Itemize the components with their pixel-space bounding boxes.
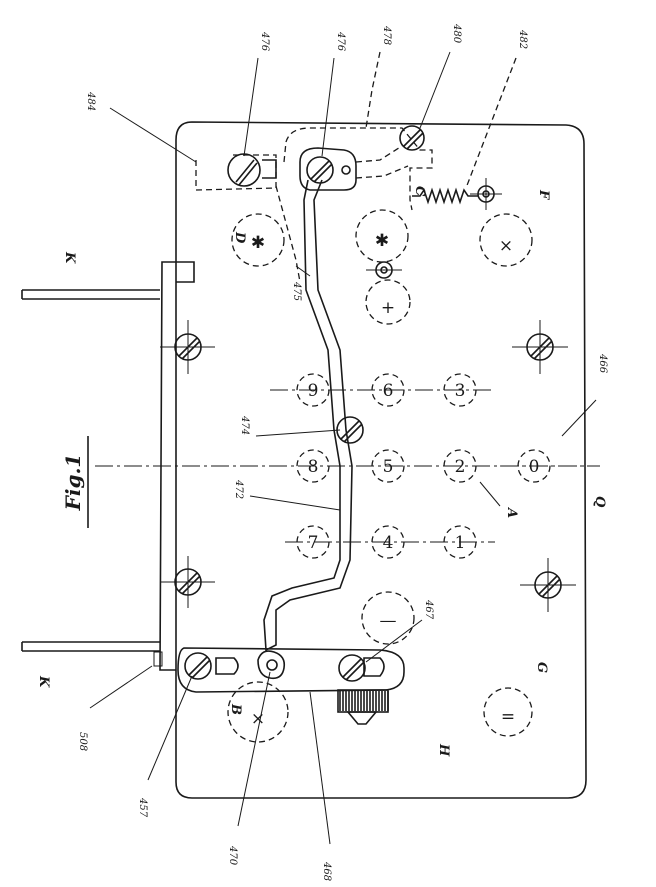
key-9-label: 9	[308, 381, 319, 401]
key-multiply-c-label: ✱	[375, 231, 389, 251]
link-475	[275, 185, 301, 283]
key-4-label: 4	[383, 533, 394, 553]
key-cross-b-label: ×	[251, 709, 265, 729]
pivot-480	[399, 125, 425, 151]
rod-k-top	[21, 289, 160, 300]
label-h: H	[436, 743, 451, 757]
ref-475: 475	[291, 281, 302, 301]
key-minus-label: —	[380, 611, 397, 631]
ref-478: 478	[381, 25, 392, 45]
key-7[interactable]: 7	[296, 525, 330, 559]
key-6[interactable]: 6	[371, 373, 405, 407]
flange-slot	[176, 261, 195, 283]
label-k-bottom: K	[36, 675, 51, 688]
screw-top-right	[512, 320, 568, 374]
lever-472	[263, 179, 353, 652]
key-0[interactable]: 0	[517, 449, 551, 483]
label-b: B	[228, 703, 243, 715]
key-multiply-d[interactable]: ✱	[231, 213, 285, 267]
ref-476b: 476	[335, 31, 346, 52]
ref-467: 467	[423, 599, 434, 620]
key-9[interactable]: 9	[296, 373, 330, 407]
label-f: F	[536, 189, 551, 200]
figure-title: Fig.1	[61, 454, 85, 512]
ref-468: 468	[321, 861, 332, 881]
key-5-label: 5	[383, 457, 394, 477]
label-k-top: K	[62, 251, 77, 264]
ref-466: 466	[597, 353, 608, 374]
screw-bottom-right	[520, 558, 576, 612]
key-plus[interactable]: +	[365, 279, 411, 325]
knurled-knob-h[interactable]	[337, 689, 389, 725]
ref-508: 508	[77, 732, 88, 751]
label-d: D	[232, 231, 247, 244]
key-multiply-c[interactable]: ✱	[355, 209, 409, 263]
ref-484: 484	[85, 91, 96, 111]
key-cross-f[interactable]: ×	[479, 213, 533, 267]
base-plate	[175, 121, 587, 799]
label-q: Q	[592, 496, 607, 508]
label-c: C	[412, 186, 427, 197]
lever-468	[177, 647, 405, 693]
ref-470: 470	[227, 845, 238, 866]
key-equals-label: =	[501, 707, 515, 727]
rod-k-bottom	[21, 641, 160, 652]
key-1[interactable]: 1	[443, 525, 477, 559]
key-multiply-d-label: ✱	[251, 233, 265, 253]
label-g: G	[534, 662, 549, 673]
key-2[interactable]: 2	[443, 449, 477, 483]
label-a: A	[504, 506, 519, 518]
key-5[interactable]: 5	[371, 449, 405, 483]
key-equals[interactable]: =	[483, 687, 533, 737]
key-3[interactable]: 3	[443, 373, 477, 407]
screw-top-left	[160, 320, 215, 374]
key-cross-f-label: ×	[499, 236, 513, 256]
key-2-label: 2	[455, 457, 466, 477]
ref-482: 482	[517, 29, 528, 49]
ref-480: 480	[451, 23, 462, 44]
key-minus[interactable]: —	[361, 591, 415, 645]
flange-notch	[153, 651, 163, 667]
key-7-label: 7	[308, 533, 319, 553]
key-8-label: 8	[308, 457, 319, 477]
ref-474: 474	[239, 415, 250, 435]
ref-476a: 476	[259, 31, 270, 52]
screw-bottom-left	[160, 556, 215, 608]
spring-482	[412, 178, 502, 210]
key-0-label: 0	[529, 457, 540, 477]
key-4[interactable]: 4	[371, 525, 405, 559]
pivot-small-c	[366, 261, 402, 279]
key-plus-label: +	[381, 298, 395, 318]
pivot-476b	[299, 147, 357, 191]
key-8[interactable]: 8	[296, 449, 330, 483]
pivot-474	[336, 416, 364, 444]
leader-lines	[89, 51, 597, 845]
ref-457: 457	[137, 797, 148, 818]
linkage-478	[283, 127, 433, 211]
ref-472: 472	[233, 479, 244, 499]
key-6-label: 6	[383, 381, 394, 401]
key-3-label: 3	[455, 381, 466, 401]
key-1-label: 1	[455, 533, 466, 553]
pivot-476a	[195, 153, 277, 191]
